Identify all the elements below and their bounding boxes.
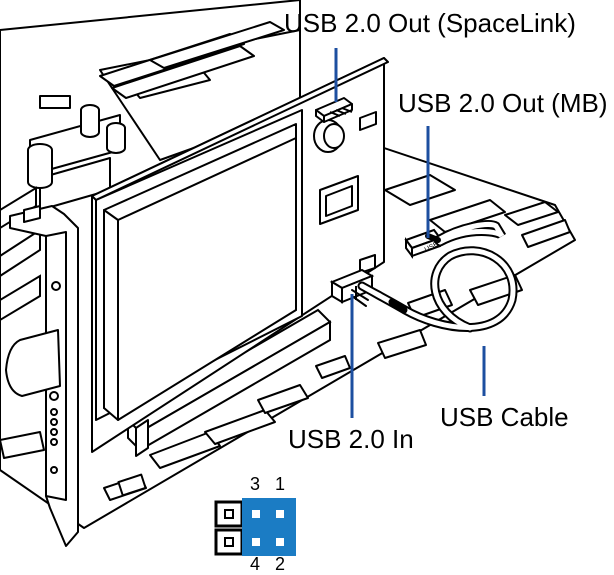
- jumper-pin-label: 3: [250, 474, 261, 494]
- callout-usb-out-mb: USB 2.0 Out (MB): [398, 88, 608, 118]
- board-edge-slots: [0, 186, 41, 322]
- jumper-pin-label: 4: [250, 554, 261, 574]
- mounting-bracket: [5, 205, 79, 547]
- jumper-pin-label: 2: [275, 554, 286, 574]
- usb-cable: [351, 220, 518, 333]
- jumper-cap: [242, 498, 296, 556]
- callout-usb-in: USB 2.0 In: [288, 424, 414, 454]
- leader-lines: [334, 48, 486, 418]
- jumper-block: [214, 498, 296, 556]
- spacelink-card: [91, 57, 389, 457]
- callout-usb-cable: USB Cable: [440, 402, 569, 432]
- callout-usb-out-spacelink: USB 2.0 Out (SpaceLink): [284, 8, 576, 38]
- jumper-pin-label: 1: [275, 474, 286, 494]
